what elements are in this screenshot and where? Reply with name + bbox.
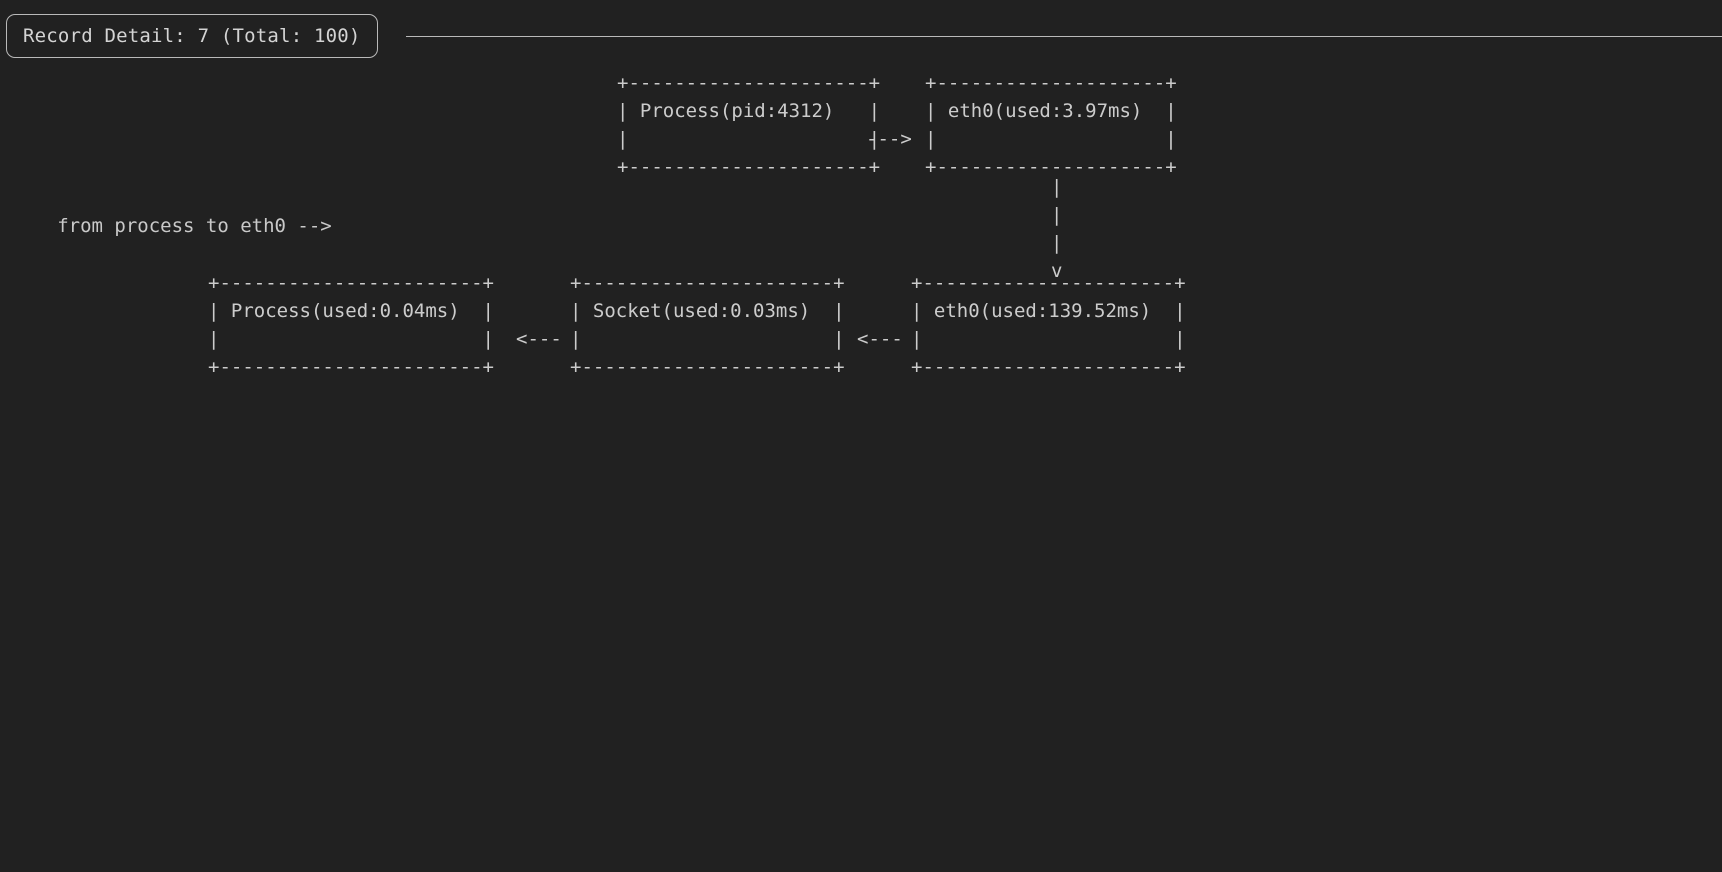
terminal-screen: Record Detail: 7 (Total: 100) +---------… [0,0,1722,436]
header-bar: Record Detail: 7 (Total: 100) [0,0,1722,72]
node-eth0-bottom[interactable]: +----------------------+ | eth0(used:139… [911,272,1186,378]
page-title: Record Detail: 7 (Total: 100) [23,24,361,47]
node-process-pid[interactable]: +---------------------+ | Process(pid:43… [617,72,881,178]
node-eth0-top[interactable]: +--------------------+ | eth0(used:3.97m… [925,72,1177,178]
edge-eth0-down-arrow: | | | v [1051,176,1063,282]
edge-socket-to-process-arrow: <--- [516,328,562,350]
ascii-diagram: +---------------------+ | Process(pid:43… [0,72,1722,436]
node-process-used[interactable]: +-----------------------+ | Process(used… [208,272,494,378]
edge-process-to-eth0-arrow: ---> [866,128,912,150]
header-divider-rule [406,36,1722,37]
record-detail-title-box[interactable]: Record Detail: 7 (Total: 100) [6,14,378,58]
edge-eth0-to-socket-arrow: <--- [857,328,903,350]
node-socket[interactable]: +----------------------+ | Socket(used:0… [570,272,845,378]
